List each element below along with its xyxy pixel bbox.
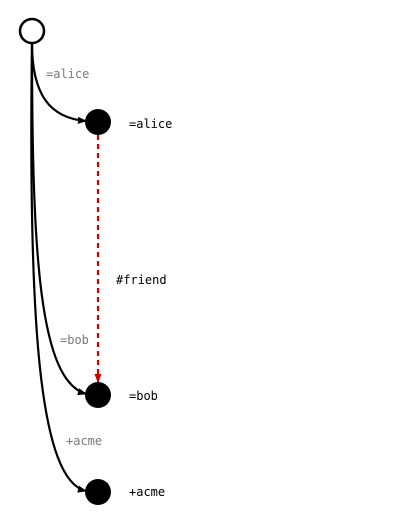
- edge-label-bob: =bob: [60, 333, 89, 347]
- node-alice[interactable]: [85, 109, 111, 135]
- node-label-bob: =bob: [129, 389, 158, 403]
- edge-label-acme: +acme: [66, 434, 102, 448]
- node-acme[interactable]: [85, 479, 111, 505]
- root-node[interactable]: [18, 17, 46, 45]
- edge-root-to-bob: [30, 42, 87, 396]
- edge-root-to-acme: [30, 42, 87, 493]
- node-label-acme: +acme: [129, 485, 165, 499]
- node-label-alice: =alice: [129, 117, 172, 131]
- edge-label-alice: =alice: [46, 67, 89, 81]
- edge-root-to-alice: [30, 42, 87, 124]
- node-bob[interactable]: [85, 382, 111, 408]
- edge-label-friend: #friend: [116, 273, 167, 287]
